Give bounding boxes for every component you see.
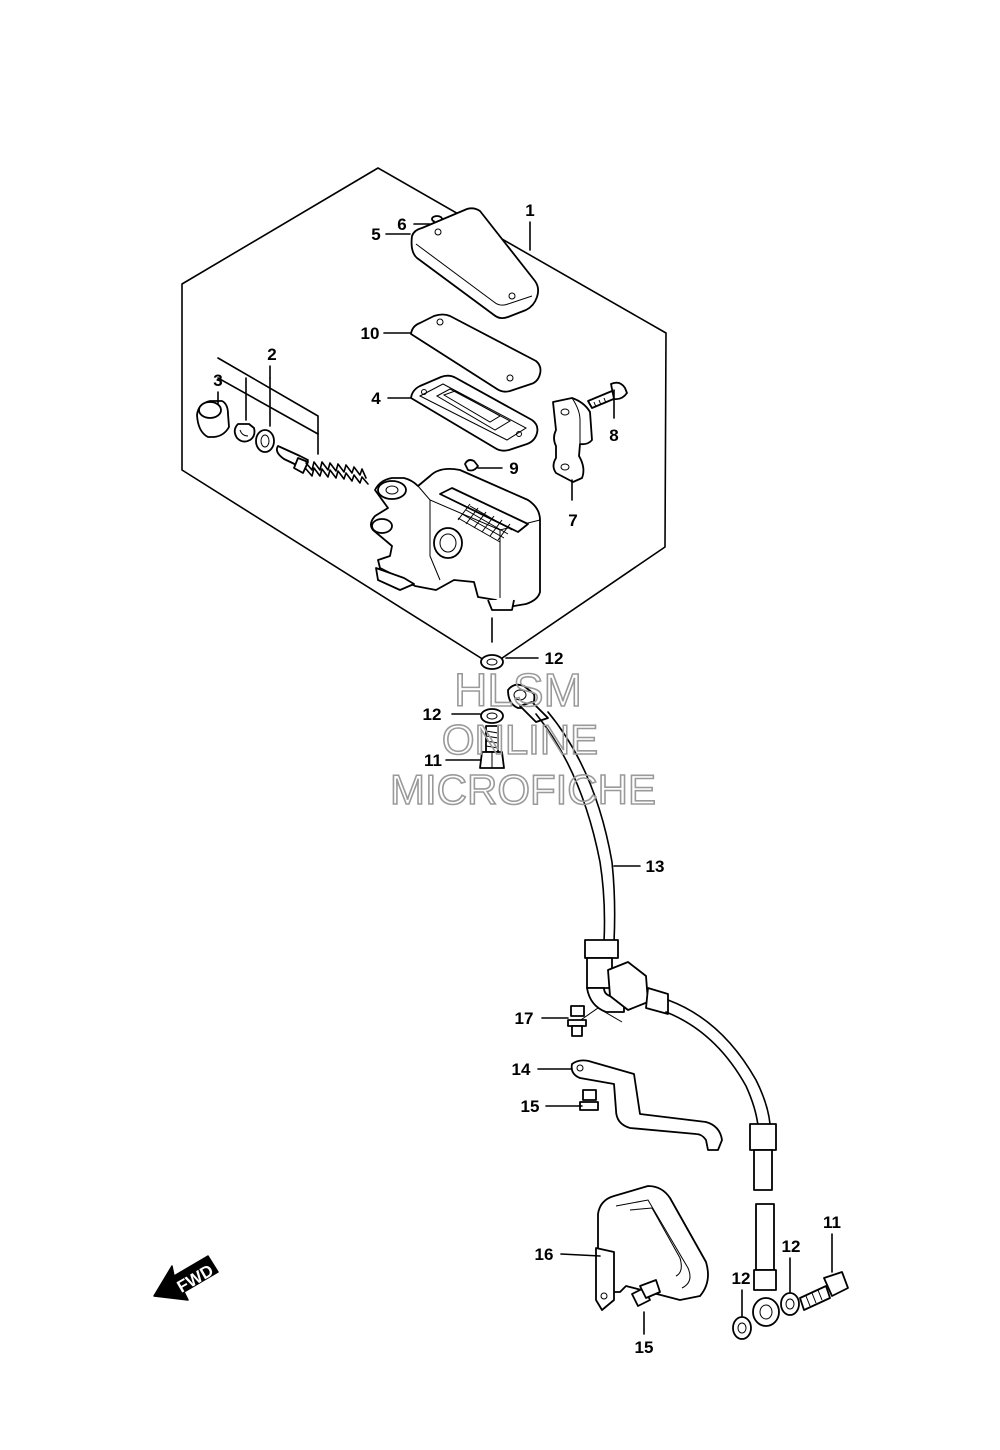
watermark-line-3: MICROFICHE (390, 766, 656, 813)
bolt-part-8 (587, 381, 628, 409)
callout-10: 10 (361, 324, 380, 343)
clip-part-9 (464, 459, 479, 472)
callout-14: 14 (512, 1060, 531, 1079)
alignment-line (574, 1007, 623, 1025)
callout-15-upper: 15 (521, 1097, 540, 1116)
circlip (233, 423, 256, 443)
clamp-holder-part-7 (552, 397, 593, 483)
callout-17: 17 (515, 1009, 534, 1028)
callout-5: 5 (371, 225, 380, 244)
fwd-arrow: FWD (153, 1255, 219, 1301)
callout-12-low-right: 12 (782, 1237, 801, 1256)
bolt-part-15-upper (579, 1089, 599, 1111)
diaphragm-part-4 (410, 374, 539, 452)
callout-12-top: 12 (545, 649, 564, 668)
piston-boot-part-3 (196, 400, 230, 438)
master-cylinder-body (370, 467, 541, 611)
callout-8: 8 (609, 426, 618, 445)
plate-part-10 (410, 313, 542, 393)
leader-lines (217, 221, 833, 1335)
reservoir-cap-part-5 (410, 207, 540, 320)
watermark-line-2: ONLINE (442, 716, 598, 763)
watermark: HLSM ONLINE MICROFICHE (389, 663, 657, 814)
callout-4: 4 (371, 389, 381, 408)
callouts: 1 2 3 4 5 6 7 8 9 10 11 11 12 12 12 12 1… (213, 201, 841, 1357)
banjo-bolt-part-11-upper (479, 725, 505, 769)
callout-1: 1 (525, 201, 534, 220)
washer (255, 429, 275, 453)
banjo-bolt-part-11-lower (799, 1271, 849, 1311)
callout-9: 9 (509, 459, 518, 478)
washer-part-12-second (480, 708, 504, 724)
callout-3: 3 (213, 371, 222, 390)
callout-16: 16 (535, 1245, 554, 1264)
bracket-part-14 (570, 1059, 723, 1151)
washer-part-12-lower-right (780, 1292, 800, 1316)
hose-guide-part-16 (595, 1185, 709, 1311)
callout-11-upper: 11 (424, 751, 442, 770)
callout-7: 7 (568, 511, 577, 530)
banjo-fitting-upper (507, 683, 549, 723)
callout-6: 6 (397, 215, 406, 234)
washer-part-12-upper (480, 654, 504, 670)
callout-13: 13 (646, 857, 665, 876)
assembly-outline (181, 167, 667, 666)
callout-11-lower: 11 (823, 1213, 841, 1232)
bolt-part-15-lower (631, 1279, 661, 1307)
brake-hose-part-13 (535, 711, 780, 1327)
callout-2: 2 (267, 345, 276, 364)
bolt-part-17 (567, 1005, 587, 1037)
piston-assembly-part-2 (275, 445, 369, 485)
callout-12-mid: 12 (423, 705, 442, 724)
callout-12-low-left: 12 (732, 1269, 751, 1288)
reservoir-mesh (457, 503, 513, 543)
callout-15-lower: 15 (635, 1338, 654, 1357)
watermark-line-1: HLSM (454, 664, 582, 716)
washer-part-12-lower-left (732, 1316, 752, 1340)
